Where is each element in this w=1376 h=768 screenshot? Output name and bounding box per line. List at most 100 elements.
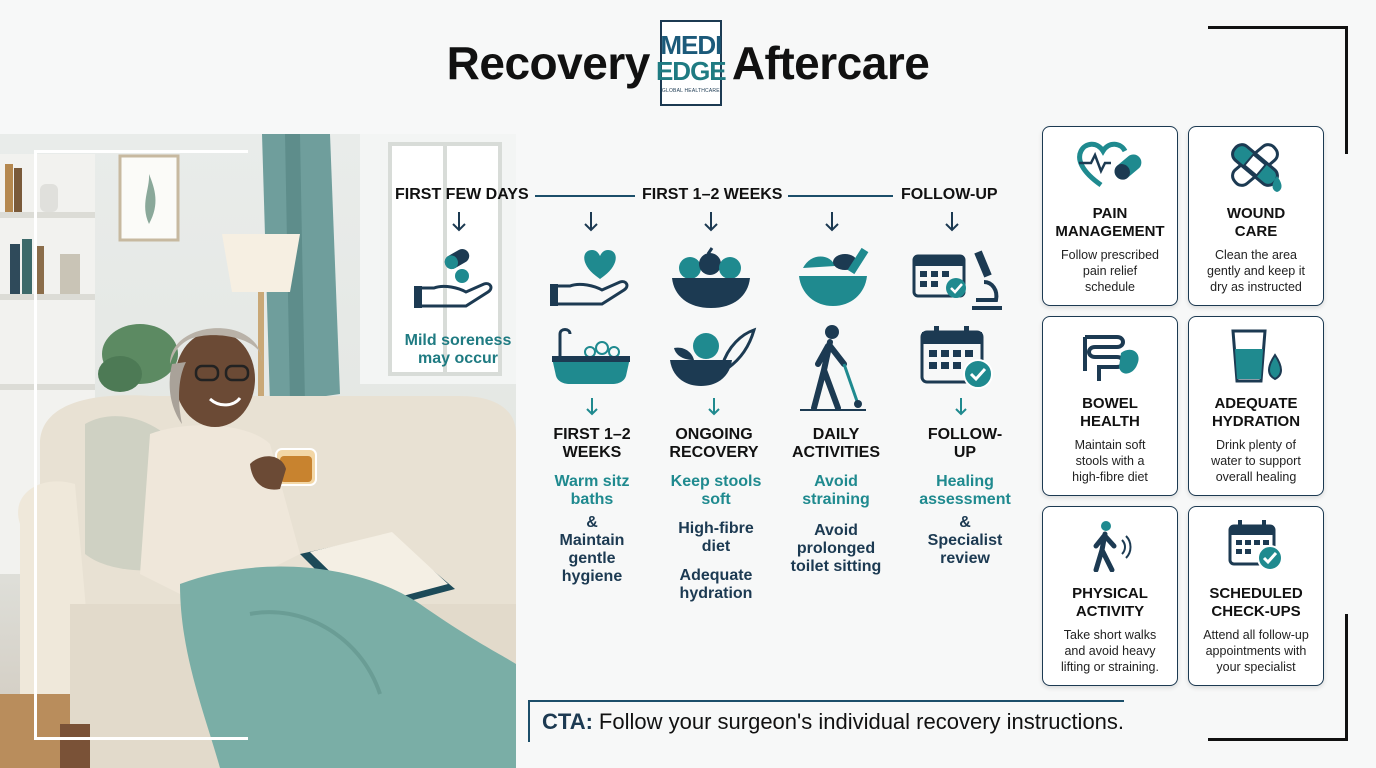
card-pain-management: PAIN MANAGEMENT Follow prescribed pain r… [1042, 126, 1178, 306]
card-title-line: HYDRATION [1211, 413, 1301, 430]
col4-title-line2: UP [953, 444, 977, 461]
arrow-down-icon [704, 212, 718, 232]
card-desc-line: your specialist [1216, 660, 1296, 674]
col2-line: High-fibre [678, 520, 754, 537]
col4-text-1: Healing assessment [905, 473, 1025, 509]
col4-text-3: Specialist review [905, 532, 1025, 568]
col1-title-line1: FIRST 1–2 [553, 426, 631, 443]
arrow-down-icon [452, 212, 466, 232]
card-desc-line: dry as instructed [1210, 280, 1302, 294]
early-note-line2: may occur [417, 350, 499, 367]
col4-line: & [959, 514, 971, 531]
card-desc-line: water to support [1211, 454, 1301, 468]
card-title: SCHEDULED CHECK-UPS [1209, 585, 1302, 621]
col2-line: Adequate [679, 567, 753, 584]
col4-title-line1: FOLLOW- [927, 426, 1003, 443]
col2-text-2: High-fibre diet [654, 520, 778, 556]
timeline-heading-first-weeks: FIRST 1–2 WEEKS [642, 186, 783, 203]
corner-bracket-top [1208, 26, 1348, 29]
card-scheduled-check-ups: SCHEDULED CHECK-UPS Attend all follow-up… [1188, 506, 1324, 686]
card-title-line: CARE [1234, 223, 1278, 240]
col1-title-line2: WEEKS [562, 444, 622, 461]
card-desc: Take short walks and avoid heavy lifting… [1056, 627, 1164, 675]
title-right: Aftercare [731, 37, 930, 89]
card-bowel-health: BOWEL HEALTH Maintain soft stools with a… [1042, 316, 1178, 496]
arrow-down-icon [585, 398, 599, 418]
apple-leaf-bowl-icon [666, 326, 758, 390]
arrow-down-icon [584, 212, 598, 232]
frame-line-top [34, 150, 248, 153]
corner-bracket-top-side [1345, 26, 1348, 154]
col1-line: & [586, 514, 598, 531]
arrow-down-icon [945, 212, 959, 232]
mediedge-logo: MEDI EDGE GLOBAL HEALTHCARE [656, 20, 727, 106]
card-title: PHYSICAL ACTIVITY [1072, 585, 1148, 621]
column-title-daily-activities: DAILY ACTIVITIES [776, 426, 896, 462]
timeline-connector-2 [788, 195, 893, 197]
card-desc: Drink plenty of water to support overall… [1206, 437, 1306, 485]
col3-text-2: Avoid prolonged toilet sitting [772, 522, 900, 576]
col3-title-line1: DAILY [812, 426, 860, 443]
card-title: BOWEL HEALTH [1080, 395, 1140, 431]
calendar-microscope-icon [912, 246, 1004, 312]
corner-bracket-bottom-side [1345, 614, 1348, 741]
col2-title-line1: ONGOING [675, 426, 753, 443]
col1-text-2: & [532, 514, 652, 532]
arrow-down-icon [707, 398, 721, 418]
col4-text-2: & [905, 514, 1025, 532]
col3-line: Avoid [814, 473, 858, 490]
col2-line: Keep stools [670, 473, 762, 490]
col3-line: prolonged [796, 540, 876, 557]
bathtub-icon [550, 326, 632, 390]
hand-heart-icon [550, 246, 630, 310]
col1-line: Warm sitz [554, 473, 630, 490]
timeline-heading-follow-up: FOLLOW-UP [901, 186, 998, 203]
heart-pill-icon [1075, 137, 1145, 195]
card-title-line: SCHEDULED [1209, 585, 1303, 602]
col3-text-1: Avoid straining [776, 473, 896, 509]
card-desc-line: Take short walks [1063, 628, 1157, 642]
logo-line3: GLOBAL HEALTHCARE [661, 88, 720, 94]
timeline-heading-first-few-days: FIRST FEW DAYS [395, 186, 529, 203]
card-title-line: MANAGEMENT [1055, 223, 1165, 240]
vegetable-bowl-icon [795, 246, 871, 310]
card-title-line: BOWEL [1082, 395, 1138, 412]
col1-line: baths [570, 491, 614, 508]
cta-label: CTA: [542, 709, 593, 734]
col4-line: Healing [936, 473, 994, 490]
walking-person-icon [1088, 517, 1132, 575]
corner-bracket-bottom [1208, 738, 1348, 741]
card-desc-line: schedule [1084, 280, 1136, 294]
card-title-line: PHYSICAL [1072, 585, 1148, 602]
card-title-line: CHECK-UPS [1211, 603, 1301, 620]
card-desc-line: Drink plenty of [1216, 438, 1296, 452]
card-desc-line: stools with a [1075, 454, 1145, 468]
card-desc: Follow prescribed pain relief schedule [1056, 247, 1164, 295]
card-desc: Clean the area gently and keep it dry as… [1202, 247, 1310, 295]
card-title-line: ACTIVITY [1075, 603, 1145, 620]
card-title-line: PAIN [1092, 205, 1128, 222]
card-wound-care: WOUND CARE Clean the area gently and kee… [1188, 126, 1324, 306]
logo-line2: EDGE [655, 56, 727, 86]
card-title-line: WOUND [1226, 205, 1286, 222]
col2-text-3: Adequate hydration [654, 567, 778, 603]
card-title: WOUND CARE [1227, 205, 1285, 241]
column-title-ongoing-recovery: ONGOING RECOVERY [654, 426, 774, 462]
card-title-line: HEALTH [1080, 413, 1140, 430]
col4-line: review [940, 550, 990, 567]
patient-illustration [0, 134, 516, 768]
col3-line: straining [802, 491, 870, 508]
col4-line: assessment [919, 491, 1011, 508]
walking-person-icon [800, 324, 866, 412]
arrow-down-icon [825, 212, 839, 232]
col1-line: hygiene [561, 568, 623, 585]
card-desc-line: and avoid heavy [1064, 644, 1156, 658]
card-desc-line: lifting or straining. [1061, 660, 1159, 674]
calendar-check-icon [1228, 517, 1284, 575]
card-desc-line: overall healing [1215, 470, 1297, 484]
col1-line: Maintain [559, 532, 625, 549]
card-desc-line: Clean the area [1214, 248, 1297, 262]
card-physical-activity: PHYSICAL ACTIVITY Take short walks and a… [1042, 506, 1178, 686]
timeline-connector-1 [535, 195, 635, 197]
col1-line: gentle [568, 550, 616, 567]
